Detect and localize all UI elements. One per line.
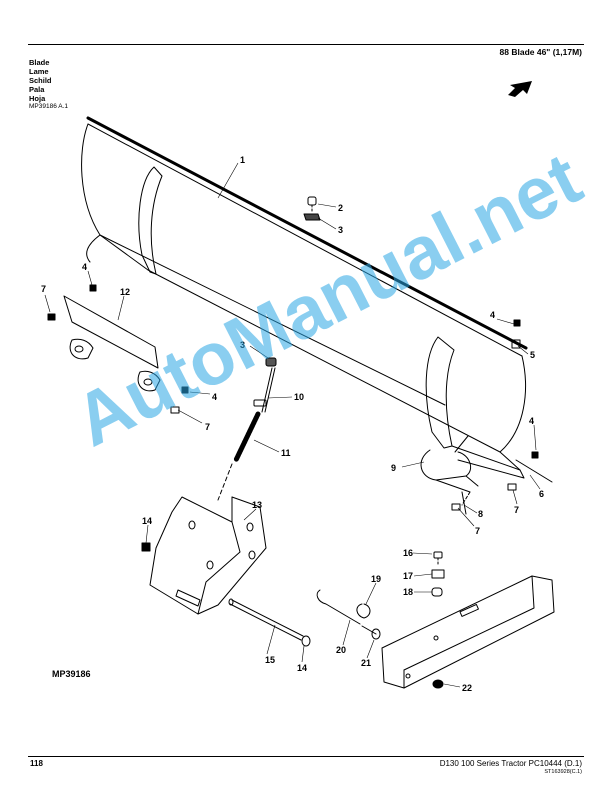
callout-2: 2	[338, 203, 343, 213]
callout-20: 20	[336, 645, 346, 655]
header-rule	[28, 44, 584, 45]
title-en: Blade	[29, 58, 50, 67]
callout-5: 5	[530, 350, 535, 360]
section-title: 88 Blade 46" (1,17M)	[499, 47, 582, 57]
figure-code: MP39186 A.1	[29, 103, 69, 110]
callout-7d: 7	[475, 526, 480, 536]
title-de: Schild	[29, 76, 52, 85]
callout-4b: 4	[212, 392, 217, 402]
callout-8: 8	[478, 509, 483, 519]
callout-1: 1	[240, 155, 245, 165]
callout-14a: 14	[142, 516, 152, 526]
callout-7b: 7	[205, 422, 210, 432]
callout-19: 19	[371, 574, 381, 584]
callout-11: 11	[281, 448, 291, 458]
front-arrow-icon	[508, 81, 532, 97]
callout-12: 12	[120, 287, 130, 297]
callout-4d: 4	[529, 416, 534, 426]
footer-rule	[28, 756, 584, 757]
callout-4c: 4	[490, 310, 495, 320]
callout-18: 18	[403, 587, 413, 597]
callout-3a: 3	[338, 225, 343, 235]
figure-label: MP39186	[52, 669, 91, 679]
callout-17: 17	[403, 571, 413, 581]
footer-doc: D130 100 Series Tractor PC10444 (D.1)	[439, 759, 582, 768]
multilingual-titles: Blade Lame Schild Pala Hoja	[29, 58, 52, 103]
title-it: Pala	[29, 85, 45, 94]
callout-15: 15	[265, 655, 275, 665]
title-es: Hoja	[29, 94, 46, 103]
watermark-text: AutoManual.net	[62, 136, 594, 462]
callout-3b: 3	[240, 340, 245, 350]
callout-16: 16	[403, 548, 413, 558]
callout-10: 10	[294, 392, 304, 402]
callout-14b: 14	[297, 663, 307, 673]
footer-code: ST163928(C.1)	[544, 769, 582, 775]
callout-13: 13	[252, 500, 262, 510]
page-number: 118	[30, 759, 43, 768]
callout-6: 6	[539, 489, 544, 499]
callout-22: 22	[462, 683, 472, 693]
callout-7a: 7	[41, 284, 46, 294]
callout-21: 21	[361, 658, 371, 668]
callout-7c: 7	[514, 505, 519, 515]
title-fr: Lame	[29, 67, 49, 76]
callout-9: 9	[391, 463, 396, 473]
callout-4a: 4	[82, 262, 87, 272]
